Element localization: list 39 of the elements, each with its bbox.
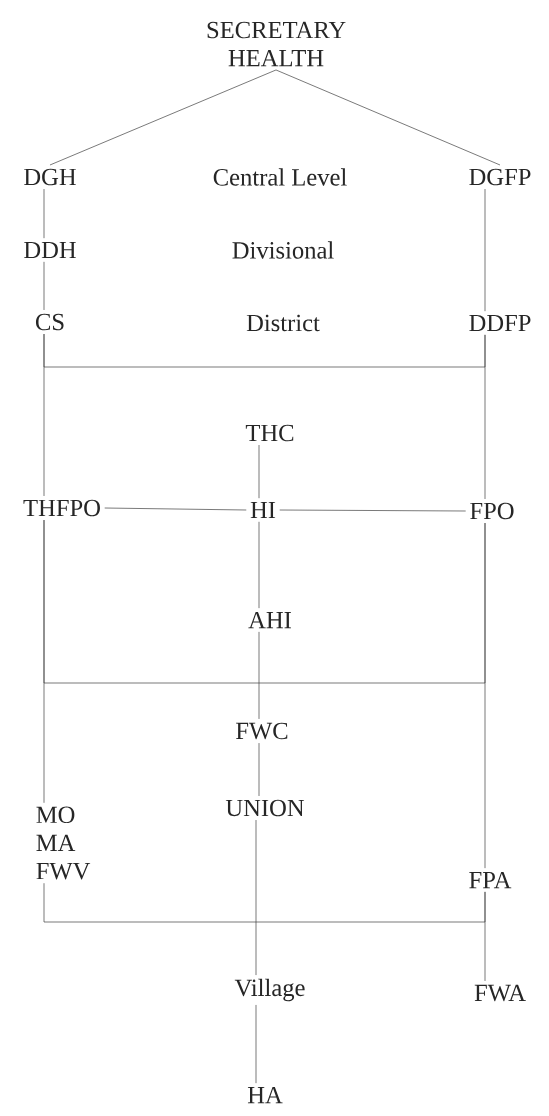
level-label: Central Level [213,168,347,186]
org-unit-label: UNION [225,799,305,817]
level-label: Divisional [232,241,334,259]
connector-line [258,631,260,720]
connector-line [255,819,257,976]
connector-line [104,507,247,511]
org-unit-label: DGFP [469,168,531,186]
org-unit-label: FPO [470,502,514,520]
org-unit-label: FWA [474,984,526,1002]
org-unit-label: THFPO [23,499,100,517]
org-unit-label: FWC [236,722,288,740]
org-unit-label: DDH [24,241,76,259]
connector-line [275,69,501,166]
org-unit-label: Village [234,978,305,1002]
connector-line [43,882,486,923]
connector-line [43,519,486,684]
connector-line [258,521,260,609]
org-unit-label: CS [35,313,64,331]
connector-line [43,261,45,311]
connector-line [484,334,486,500]
connector-line [258,444,260,499]
org-unit-label: HI [250,501,276,519]
org-unit-label: SECRETARY HEALTH [207,21,346,67]
org-unit-label: DDFP [469,314,531,332]
org-unit-label: FPA [469,871,512,889]
level-label: District [246,314,320,332]
connector-line [43,188,45,239]
org-unit-label: HA [247,1086,283,1104]
org-unit-label: MO MA FWV [36,806,91,880]
connector-line [258,742,260,797]
connector-line [279,509,467,512]
connector-line [49,69,277,166]
org-unit-label: AHI [248,611,291,629]
connector-line [255,1004,257,1084]
org-unit-label: THC [245,424,294,442]
connector-line [484,188,486,312]
connector-line [43,333,45,497]
connector-line [484,891,486,982]
org-unit-label: DGH [24,168,76,186]
